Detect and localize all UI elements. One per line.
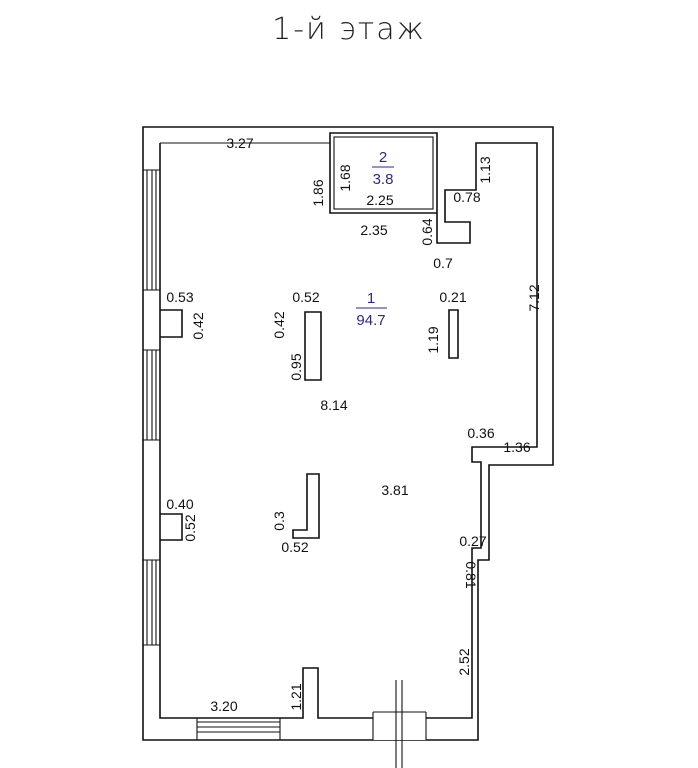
dim-top-wall: 3.27 [226, 135, 253, 151]
inner-wall [159, 132, 538, 719]
dim-bottom-wall: 3.20 [210, 698, 237, 714]
dim-small-step-w: 0.7 [433, 255, 453, 271]
entrance-door [372, 680, 427, 768]
dim-column2-w: 0.21 [439, 289, 466, 305]
column-1 [304, 311, 322, 381]
dim-hall-length: 8.14 [320, 397, 347, 413]
dim-left-niche-h1: 0.42 [190, 312, 206, 339]
dim-right-jog-w: 0.27 [459, 533, 486, 549]
dim-left-niche-w1: 0.53 [166, 289, 193, 305]
column-3 [292, 473, 320, 539]
window-left-top [143, 169, 160, 291]
room-2-area: 3.8 [373, 171, 394, 188]
dim-right-wall: 7.12 [526, 284, 542, 311]
dim-step-corner-w: 0.36 [467, 425, 494, 441]
dim-column1-h2: 0.95 [288, 353, 304, 380]
window-left-mid [143, 349, 160, 441]
dim-left-niche-h2: 0.52 [182, 514, 198, 541]
room-2-number: 2 [379, 149, 387, 166]
dim-column1-w: 0.52 [292, 289, 319, 305]
wc-room [333, 136, 434, 210]
dim-right-notch-top: 1.13 [477, 156, 493, 183]
dim-column1-h1: 0.42 [271, 311, 287, 338]
room-1-number: 1 [367, 290, 375, 307]
dim-bottom-stub: 1.21 [288, 683, 304, 710]
window-left-bottom [143, 559, 160, 646]
dim-wc-bottom-outer: 2.35 [360, 222, 387, 238]
outer-wall [142, 126, 554, 741]
dim-left-niche-w2: 0.40 [166, 496, 193, 512]
floor-title: 1-й этаж [272, 12, 426, 47]
dim-right-jog-h: 0.81 [463, 561, 479, 588]
dim-column2-h: 1.19 [425, 326, 441, 353]
dim-wc-left-outer: 1.86 [310, 179, 326, 206]
dim-mid-width: 3.81 [381, 482, 408, 498]
dim-right-lower-wall: 2.52 [456, 648, 472, 675]
left-niche-upper [160, 309, 183, 338]
dim-column3-w: 0.52 [281, 539, 308, 555]
dim-wc-left-inner: 1.68 [337, 164, 353, 191]
dim-column3-h: 0.3 [271, 511, 287, 531]
dim-step-corner-len: 1.36 [503, 439, 530, 455]
left-niche-lower [160, 513, 183, 541]
room-1-area: 94.7 [356, 312, 385, 329]
window-bottom [196, 718, 281, 740]
dim-wc-bottom-inner: 2.25 [366, 192, 393, 208]
column-2 [448, 309, 459, 359]
dim-right-notch-width: 0.78 [453, 189, 480, 205]
dim-small-step-h: 0.64 [419, 218, 435, 245]
